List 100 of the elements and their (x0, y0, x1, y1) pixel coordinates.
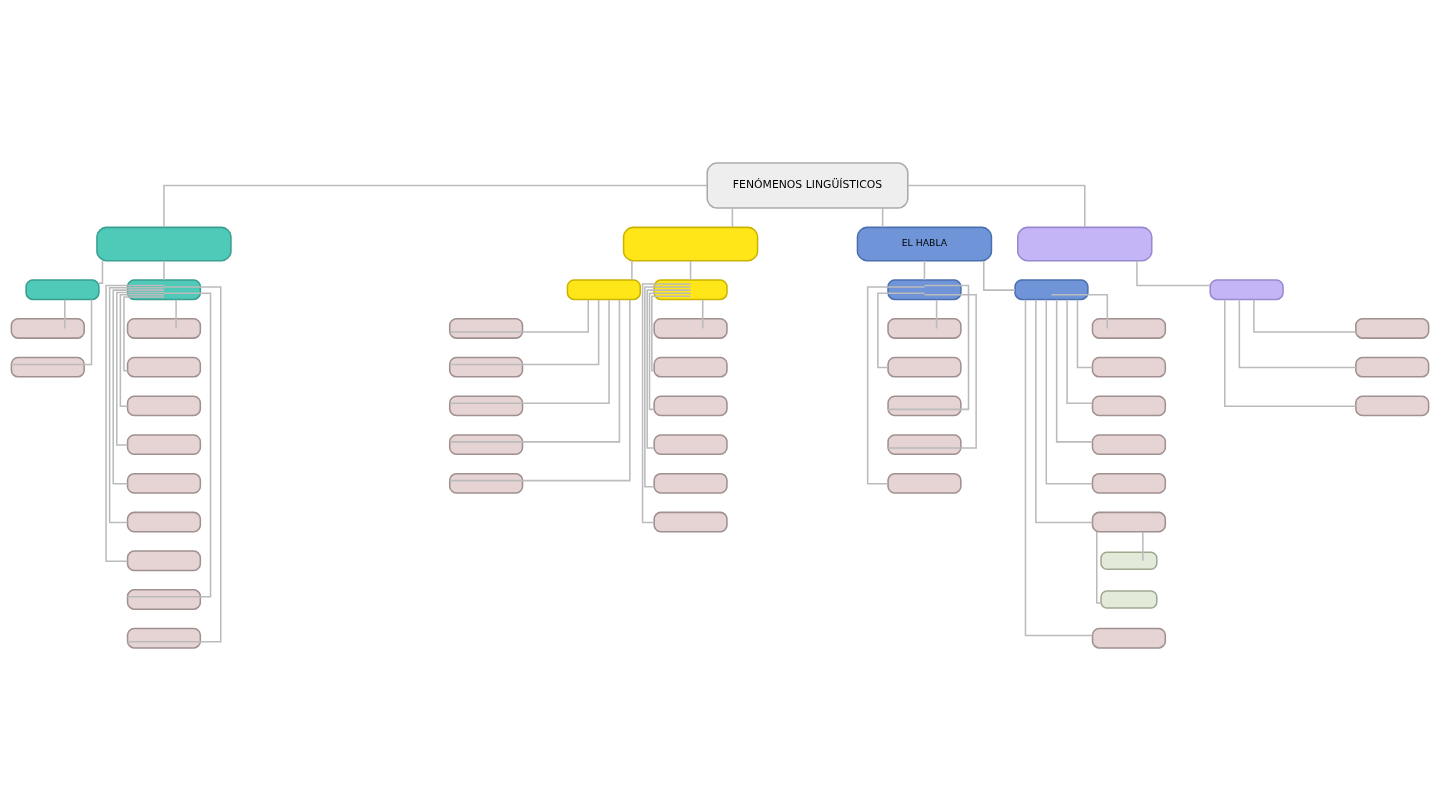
node-box (1091, 472, 1167, 494)
node-box (448, 317, 524, 339)
node-box (448, 356, 524, 378)
node-box (126, 627, 202, 649)
node-box (653, 356, 728, 378)
node-box (653, 278, 728, 300)
connector (1066, 298, 1094, 404)
node-box (887, 394, 962, 416)
node-box: EL HABLA (856, 226, 993, 261)
node-box (126, 278, 202, 300)
node-box (653, 394, 728, 416)
connector (1024, 298, 1094, 636)
connector (10, 298, 93, 365)
node-box (96, 226, 232, 261)
connector (731, 207, 734, 228)
node-box (1355, 317, 1430, 339)
connector (651, 295, 692, 371)
node-box (126, 317, 202, 339)
connector (163, 259, 165, 281)
connector (1253, 298, 1357, 333)
connector (935, 298, 938, 329)
connector (646, 288, 692, 449)
connector (701, 298, 704, 329)
node-box (126, 549, 202, 571)
connector (126, 291, 212, 598)
node-box (1091, 356, 1167, 378)
node-box (887, 472, 962, 494)
connector (1142, 530, 1144, 562)
connector (1136, 259, 1211, 286)
node-box (887, 278, 962, 300)
connector (1224, 298, 1357, 407)
node-box (126, 511, 202, 532)
node-box (126, 356, 202, 378)
node-box (1017, 226, 1153, 261)
connector (866, 285, 926, 484)
node-box (1100, 589, 1158, 609)
node-box (25, 278, 100, 300)
node-box (1355, 394, 1430, 416)
node-box (126, 433, 202, 455)
node-box: FENÓMENOS LINGÜÍSTICOS (706, 161, 909, 209)
node-box (10, 317, 85, 339)
node-box (126, 394, 202, 416)
connector (983, 259, 1016, 291)
node-box (1091, 433, 1167, 455)
node-box (448, 394, 524, 416)
connector (175, 298, 177, 329)
connector (689, 259, 692, 281)
connector (1035, 298, 1094, 523)
connector (448, 298, 600, 365)
node-box (1091, 317, 1167, 339)
node-box (653, 317, 728, 339)
node-box (126, 472, 202, 494)
node-box (887, 433, 962, 455)
connector (644, 285, 692, 488)
node-box (653, 433, 728, 455)
node-box (1091, 627, 1167, 649)
connector (887, 284, 970, 410)
connector (1076, 298, 1094, 368)
connector (923, 259, 926, 281)
node-box (653, 511, 728, 532)
connector (64, 298, 66, 329)
node-box (1091, 511, 1167, 532)
connector (1050, 293, 1109, 329)
connector (448, 298, 621, 443)
connector (448, 298, 631, 481)
connector (119, 293, 165, 407)
connector (448, 298, 589, 333)
connector (907, 184, 1086, 228)
node-box (653, 472, 728, 494)
connector (887, 293, 977, 449)
node-box (887, 356, 962, 378)
connector (108, 286, 165, 523)
connector (105, 284, 165, 562)
node-box (1100, 551, 1158, 570)
node-box (1091, 394, 1167, 416)
connector (116, 291, 165, 446)
connector (1055, 298, 1094, 443)
connector (1045, 298, 1094, 484)
connector (126, 285, 222, 642)
connector (1096, 530, 1102, 604)
connector (98, 259, 104, 284)
node-box (448, 433, 524, 455)
connector (123, 295, 165, 371)
connector (163, 184, 708, 228)
connector (1238, 298, 1357, 368)
node-box (126, 588, 202, 610)
connector (881, 207, 884, 228)
node-box (622, 226, 759, 261)
node-box (1014, 278, 1089, 300)
connector (112, 288, 165, 484)
node-box (448, 472, 524, 494)
node-box (1355, 356, 1430, 378)
node-box (1209, 278, 1284, 300)
connector (648, 291, 692, 410)
node-box (566, 278, 641, 300)
node-box (10, 356, 85, 378)
node-box (887, 317, 962, 339)
connector (641, 282, 692, 523)
connector (631, 259, 633, 281)
connector (448, 298, 610, 404)
